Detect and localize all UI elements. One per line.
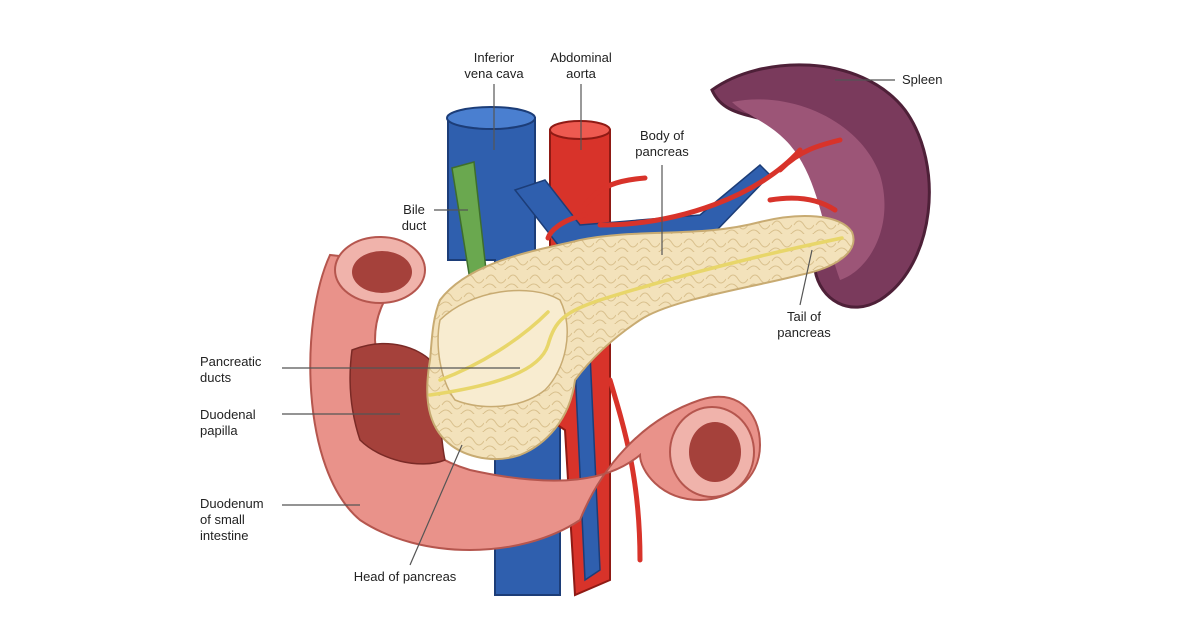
pancreas [426,215,855,461]
label-head-of-pancreas: Head of pancreas [353,569,457,584]
leader-lines [282,79,895,566]
label-body-of-pancreas: Body of pancreas [635,128,689,159]
label-tail-of-pancreas: Tail of pancreas [777,309,831,340]
label-pancreatic-ducts: Pancreatic ducts [200,354,262,385]
inferior-vena-cava-opening [446,106,536,130]
duodenum-lumen-right [689,422,741,482]
label-duodenum: Duodenum of small intestine [200,496,264,543]
label-duodenal-papilla: Duodenal papilla [200,407,256,438]
duodenum-lumen-top [352,251,412,293]
label-bile-duct: Bile duct [401,202,427,233]
arterial-branches [545,137,843,563]
label-spleen: Spleen [902,72,943,87]
pancreatic-ducts [428,236,844,397]
label-inferior-vena-cava: Inferior vena cava [464,50,524,81]
abdominal-aorta-opening [549,120,611,140]
label-abdominal-aorta: Abdominal aorta [550,50,612,81]
